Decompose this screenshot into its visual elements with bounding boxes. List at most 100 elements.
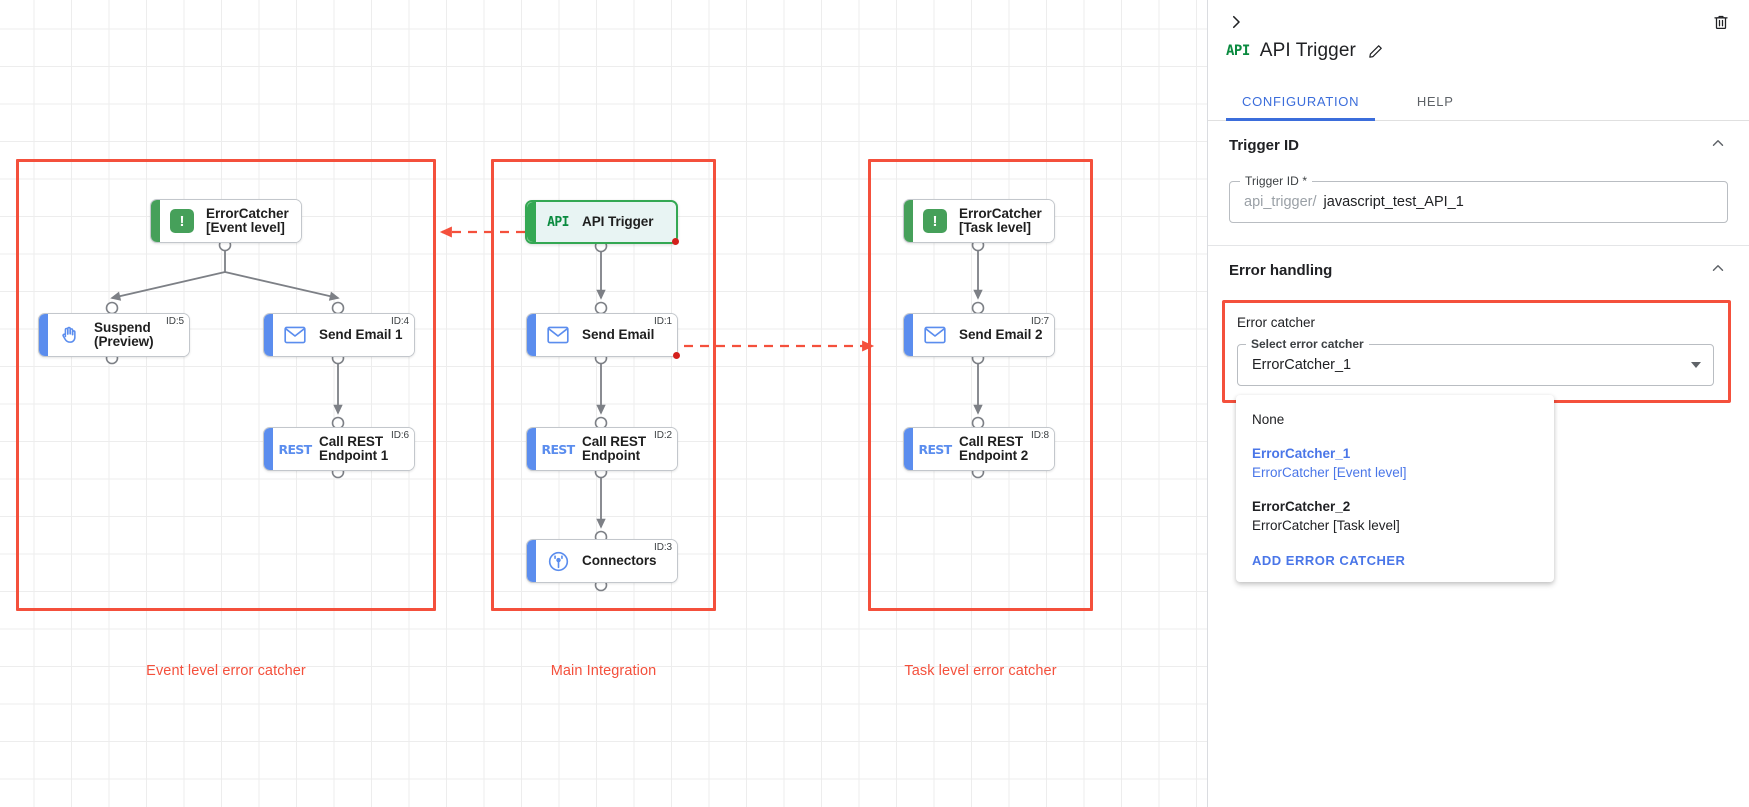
envelope-icon — [545, 322, 571, 348]
panel-header: API API Trigger — [1208, 0, 1749, 82]
chevron-down-icon[interactable] — [1691, 362, 1701, 368]
node-accent-bar — [527, 202, 536, 242]
connectors-icon — [545, 548, 571, 574]
node-label: Send Email 1 — [319, 326, 403, 342]
node-send-email-1[interactable]: Send Email 1 ID:4 — [263, 313, 415, 357]
node-label: Send Email 2 — [959, 326, 1043, 342]
rest-icon: REST — [541, 441, 576, 457]
node-errorcatcher-event-level[interactable]: ! ErrorCatcher [Event level] — [150, 199, 302, 243]
chevron-right-icon[interactable] — [1222, 8, 1250, 36]
envelope-icon — [282, 322, 308, 348]
tab-help[interactable]: HELP — [1416, 93, 1454, 109]
group-caption-main-integration: Main Integration — [550, 663, 657, 679]
node-id-badge: ID:1 — [654, 316, 672, 327]
error-catcher-dropdown[interactable]: None ErrorCatcher_1 ErrorCatcher [Event … — [1236, 395, 1554, 582]
node-id-badge: ID:8 — [1031, 430, 1049, 441]
node-accent-bar — [904, 314, 913, 356]
section-title: Error handling — [1229, 261, 1333, 279]
properties-panel: API API Trigger CONFIGURATION HELP Trigg… — [1207, 0, 1749, 807]
select-error-catcher-value: ErrorCatcher_1 — [1252, 357, 1352, 373]
node-accent-bar — [264, 428, 273, 470]
node-label: Suspend (Preview) — [94, 319, 154, 349]
node-errorcatcher-task-level[interactable]: ! ErrorCatcher [Task level] — [903, 199, 1055, 243]
node-accent-bar — [904, 200, 913, 242]
page-title: API Trigger — [1259, 40, 1356, 61]
trigger-id-prefix: api_trigger/ — [1244, 194, 1317, 210]
error-catcher-card: Error catcher Select error catcher Error… — [1222, 300, 1731, 582]
node-label: API Trigger — [582, 213, 654, 229]
add-error-catcher-button[interactable]: ADD ERROR CATCHER — [1252, 552, 1406, 568]
error-catcher-title: Error catcher — [1237, 315, 1316, 330]
node-send-email[interactable]: Send Email ID:1 — [526, 313, 680, 359]
api-icon: API — [547, 214, 569, 230]
option-primary: None — [1252, 412, 1285, 427]
node-api-trigger[interactable]: API API Trigger — [525, 200, 679, 245]
node-label: Call REST Endpoint — [582, 433, 647, 463]
node-label: ErrorCatcher [Event level] — [206, 205, 289, 235]
node-accent-bar — [527, 540, 536, 582]
panel-title-row: API API Trigger — [1226, 40, 1386, 62]
node-accent-bar — [904, 428, 913, 470]
node-label: Connectors — [582, 552, 657, 568]
pencil-icon[interactable] — [1366, 41, 1386, 61]
node-label: Call REST Endpoint 2 — [959, 433, 1029, 463]
dropdown-option-errorcatcher-2[interactable]: ErrorCatcher_2 ErrorCatcher [Task level] — [1236, 490, 1554, 543]
trigger-id-value: javascript_test_API_1 — [1323, 194, 1464, 210]
dropdown-option-errorcatcher-1[interactable]: ErrorCatcher_1 ErrorCatcher [Event level… — [1236, 437, 1554, 490]
select-error-catcher-label: Select error catcher — [1246, 337, 1369, 351]
panel-body: Trigger ID Trigger ID * api_trigger/ jav… — [1208, 121, 1749, 807]
hand-icon — [57, 322, 83, 348]
status-dot — [672, 238, 679, 245]
node-call-rest-endpoint[interactable]: REST Call REST Endpoint ID:2 — [526, 427, 678, 471]
node-send-email-2[interactable]: Send Email 2 ID:7 — [903, 313, 1055, 357]
option-secondary: ErrorCatcher [Task level] — [1252, 518, 1400, 534]
trigger-id-field-wrap: Trigger ID * api_trigger/ javascript_tes… — [1208, 169, 1749, 245]
envelope-icon — [922, 322, 948, 348]
group-caption-event-level: Event level error catcher — [146, 663, 306, 679]
node-label: Send Email — [582, 326, 655, 342]
tab-configuration[interactable]: CONFIGURATION — [1226, 82, 1376, 121]
chevron-up-icon[interactable] — [1709, 134, 1727, 156]
group-caption-task-level: Task level error catcher — [904, 663, 1057, 679]
panel-tabs: CONFIGURATION HELP — [1208, 82, 1749, 121]
option-secondary: ErrorCatcher [Event level] — [1252, 465, 1407, 481]
option-primary: ErrorCatcher_1 — [1252, 445, 1351, 461]
node-accent-bar — [264, 314, 273, 356]
node-id-badge: ID:5 — [166, 316, 184, 327]
chevron-up-icon[interactable] — [1709, 259, 1727, 281]
group-frame-event-level — [16, 159, 436, 611]
dropdown-option-none[interactable]: None — [1236, 403, 1554, 437]
trigger-id-input[interactable]: Trigger ID * api_trigger/ javascript_tes… — [1229, 174, 1728, 223]
trigger-id-label: Trigger ID * — [1240, 174, 1313, 188]
group-frame-task-level — [868, 159, 1093, 611]
node-label: ErrorCatcher [Task level] — [959, 205, 1042, 235]
node-accent-bar — [151, 200, 160, 242]
error-catcher-icon: ! — [922, 208, 948, 234]
node-id-badge: ID:7 — [1031, 316, 1049, 327]
node-accent-bar — [527, 314, 536, 356]
trash-icon[interactable] — [1707, 8, 1735, 36]
node-accent-bar — [527, 428, 536, 470]
node-suspend-preview[interactable]: Suspend (Preview) ID:5 — [38, 313, 190, 357]
node-connectors[interactable]: Connectors ID:3 — [526, 539, 678, 583]
node-accent-bar — [39, 314, 48, 356]
status-dot — [673, 352, 680, 359]
node-id-badge: ID:6 — [391, 430, 409, 441]
node-id-badge: ID:4 — [391, 316, 409, 327]
node-call-rest-endpoint-2[interactable]: REST Call REST Endpoint 2 ID:8 — [903, 427, 1055, 471]
select-error-catcher[interactable]: Select error catcher ErrorCatcher_1 — [1237, 337, 1714, 386]
node-id-badge: ID:2 — [654, 430, 672, 441]
option-primary: ErrorCatcher_2 — [1252, 498, 1351, 514]
section-header-error-handling[interactable]: Error handling — [1208, 246, 1749, 294]
rest-icon: REST — [278, 441, 313, 457]
error-catcher-icon: ! — [169, 208, 195, 234]
section-header-trigger-id[interactable]: Trigger ID — [1208, 121, 1749, 169]
workflow-canvas[interactable]: Event level error catcher Main Integrati… — [0, 0, 1207, 807]
group-frame-main-integration — [491, 159, 716, 611]
node-call-rest-endpoint-1[interactable]: REST Call REST Endpoint 1 ID:6 — [263, 427, 415, 471]
node-label: Call REST Endpoint 1 — [319, 433, 389, 463]
node-id-badge: ID:3 — [654, 542, 672, 553]
section-divider — [1208, 245, 1749, 246]
api-icon: API — [1226, 43, 1250, 59]
